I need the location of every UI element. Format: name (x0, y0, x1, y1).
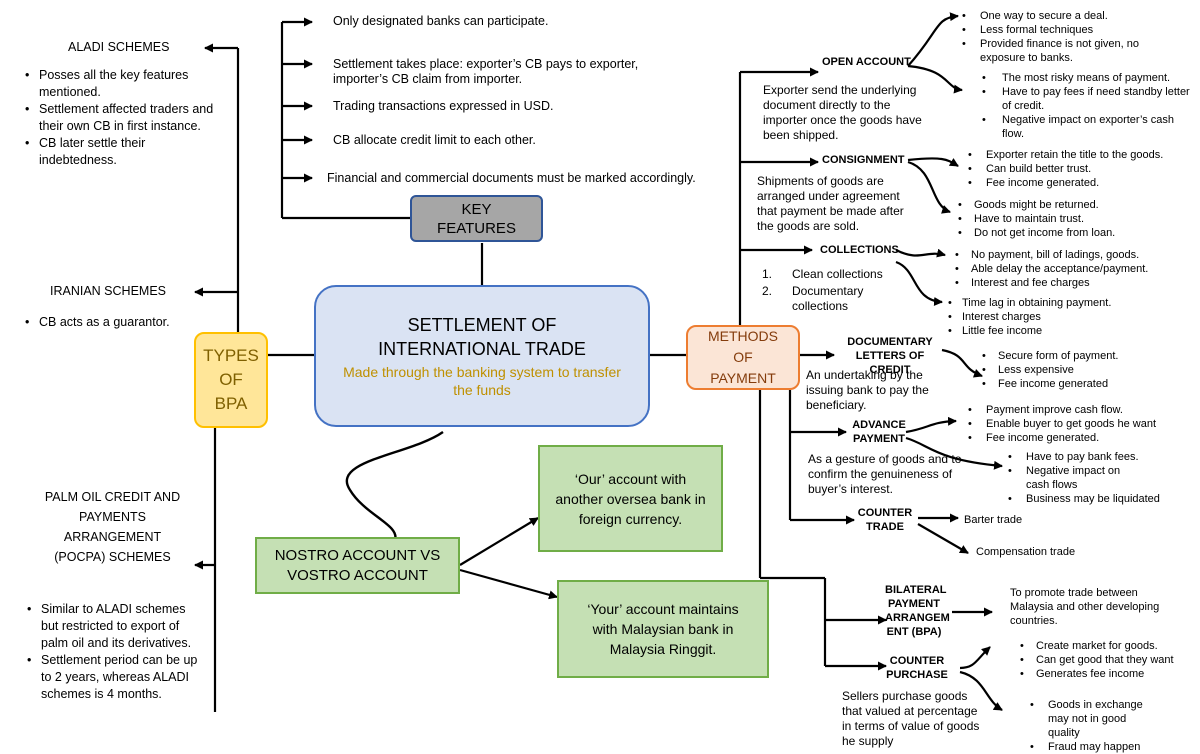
collections-cons: Time lag in obtaining payment. Interest … (948, 296, 1111, 338)
methods-label: METHODS OF PAYMENT (708, 328, 778, 386)
advance-title: ADVANCE PAYMENT (852, 419, 906, 445)
open-account-desc: Exporter send the underlying document di… (763, 83, 922, 142)
open-account-cons: The most risky means of payment. Have to… (982, 71, 1194, 141)
nostro-node: NOSTRO ACCOUNT VS VOSTRO ACCOUNT (255, 537, 460, 594)
aladi-title: ALADI SCHEMES (68, 40, 170, 54)
list-item: Fee income generated. (968, 176, 1163, 190)
key-features-node: KEY FEATURES (410, 195, 543, 242)
counter-purchase-desc: Sellers purchase goods that valued at pe… (842, 689, 980, 748)
lc-desc: An undertaking by the issuing bank to pa… (806, 368, 929, 412)
list-item: Have to pay bank fees. (1008, 450, 1168, 464)
nostro-label: NOSTRO ACCOUNT VS VOSTRO ACCOUNT (274, 546, 441, 584)
counter-trade-title: COUNTER TRADE (857, 507, 913, 533)
list-item: Generates fee income (1020, 667, 1174, 681)
key-feature-item: Trading transactions expressed in USD. (333, 99, 554, 113)
key-feature-item: Financial and commercial documents must … (327, 171, 696, 185)
key-features-label: KEY FEATURES (437, 200, 516, 237)
list-item: Time lag in obtaining payment. (948, 296, 1111, 310)
lc-title: DOCUMENTARY LETTERS OF CREDIT (847, 336, 933, 376)
list-item: Settlement period can be up to 2 years, … (27, 652, 202, 703)
list-item: Enable buyer to get goods he want (968, 417, 1156, 431)
list-item: Can get good that they want (1020, 653, 1174, 667)
bpa-desc: To promote trade between Malaysia and ot… (1010, 587, 1160, 627)
list-item: One way to secure a deal. (962, 9, 1167, 23)
bpa-title: BILATERAL PAYMENT ARRANGEM ENT (BPA) (885, 584, 950, 638)
open-account-title: OPEN ACCOUNT (822, 56, 911, 68)
pocpa-bullets: Similar to ALADI schemes but restricted … (27, 601, 202, 703)
key-feature-item: Settlement takes place: exporter’s CB pa… (333, 57, 639, 86)
list-item: Similar to ALADI schemes but restricted … (27, 601, 202, 652)
pocpa-title: PALM OIL CREDIT AND PAYMENTS ARRANGEMENT… (44, 490, 181, 564)
list-item: Less formal techniques (962, 23, 1167, 37)
list-item: Fee income generated (982, 377, 1118, 391)
list-item: Negative impact on exporter’s cash flow. (982, 113, 1194, 141)
advance-pros: Payment improve cash flow. Enable buyer … (968, 403, 1156, 445)
list-item: Business may be liquidated (1008, 492, 1168, 506)
collections-item: Clean collections (792, 267, 883, 281)
consignment-cons: Goods might be returned. Have to maintai… (958, 198, 1115, 240)
compensation-trade: Compensation trade (976, 546, 1076, 558)
barter-trade: Barter trade (964, 514, 1023, 526)
your-account-text: ‘Your’ account maintains with Malaysian … (587, 601, 739, 657)
list-item: Fee income generated. (968, 431, 1156, 445)
aladi-bullets: Posses all the key features mentioned. S… (25, 67, 215, 169)
collections-list-2: 2.Documentary collections (762, 284, 872, 314)
your-account-node: ‘Your’ account maintains with Malaysian … (557, 580, 769, 678)
iranian-title: IRANIAN SCHEMES (50, 284, 166, 298)
counter-purchase-cons: Goods in exchange may not in good qualit… (1030, 698, 1160, 754)
list-item: Goods in exchange may not in good qualit… (1030, 698, 1160, 740)
list-item: Do not get income from loan. (958, 226, 1115, 240)
consignment-desc: Shipments of goods are arranged under ag… (757, 174, 904, 233)
list-item: Goods might be returned. (958, 198, 1115, 212)
list-item: Fraud may happen (1030, 740, 1160, 754)
key-feature-item: Only designated banks can participate. (333, 14, 549, 28)
list-item: Have to maintain trust. (958, 212, 1115, 226)
collections-list-1: 1.Clean collections (762, 267, 883, 281)
iranian-bullets: CB acts as a guarantor. (25, 315, 170, 330)
list-item: Provided finance is not given, no exposu… (962, 37, 1167, 65)
list-item: Interest charges (948, 310, 1111, 324)
list-item: Interest and fee charges (955, 276, 1148, 290)
collections-pros: No payment, bill of ladings, goods. Able… (955, 248, 1148, 290)
list-item: CB acts as a guarantor. (25, 315, 170, 330)
lc-pros: Secure form of payment. Less expensive F… (982, 349, 1118, 391)
center-subtitle: Made through the banking system to trans… (343, 364, 621, 398)
list-item: CB later settle their indebtedness. (25, 135, 215, 169)
counter-purchase-title: COUNTER PURCHASE (886, 655, 948, 681)
key-feature-item: CB allocate credit limit to each other. (333, 133, 536, 147)
collections-title: COLLECTIONS (820, 244, 899, 256)
consignment-pros: Exporter retain the title to the goods. … (968, 148, 1163, 190)
list-item: The most risky means of payment. (982, 71, 1194, 85)
collections-item: Documentary collections (792, 284, 864, 313)
advance-cons: Have to pay bank fees. Negative impact o… (1008, 450, 1168, 506)
list-item: Exporter retain the title to the goods. (968, 148, 1163, 162)
list-item: Secure form of payment. (982, 349, 1118, 363)
list-item: Settlement affected traders and their ow… (25, 101, 215, 135)
center-title-line2: INTERNATIONAL TRADE (378, 339, 586, 359)
counter-purchase-pros: Create market for goods. Can get good th… (1020, 639, 1174, 681)
list-item: Able delay the acceptance/payment. (955, 262, 1148, 276)
methods-node: METHODS OF PAYMENT (686, 325, 800, 390)
list-item: Can build better trust. (968, 162, 1163, 176)
advance-desc: As a gesture of goods and to confirm the… (808, 452, 962, 496)
types-bpa-node: TYPES OF BPA (194, 332, 268, 428)
center-node: SETTLEMENT OF INTERNATIONAL TRADE Made t… (314, 285, 650, 427)
types-bpa-label: TYPES OF BPA (203, 346, 259, 413)
list-item: Have to pay fees if need standby letter … (982, 85, 1194, 113)
open-account-pros: One way to secure a deal. Less formal te… (962, 9, 1167, 65)
our-account-text: ‘Our’ account with another oversea bank … (555, 470, 706, 527)
list-item: Posses all the key features mentioned. (25, 67, 215, 101)
list-item: Negative impact on cash flows (1008, 464, 1136, 492)
center-title-line1: SETTLEMENT OF (407, 315, 557, 335)
list-item: Less expensive (982, 363, 1118, 377)
list-item: Payment improve cash flow. (968, 403, 1156, 417)
our-account-node: ‘Our’ account with another oversea bank … (538, 445, 723, 552)
list-item: No payment, bill of ladings, goods. (955, 248, 1148, 262)
list-item: Little fee income (948, 324, 1111, 338)
consignment-title: CONSIGNMENT (822, 154, 905, 166)
list-item: Create market for goods. (1020, 639, 1174, 653)
